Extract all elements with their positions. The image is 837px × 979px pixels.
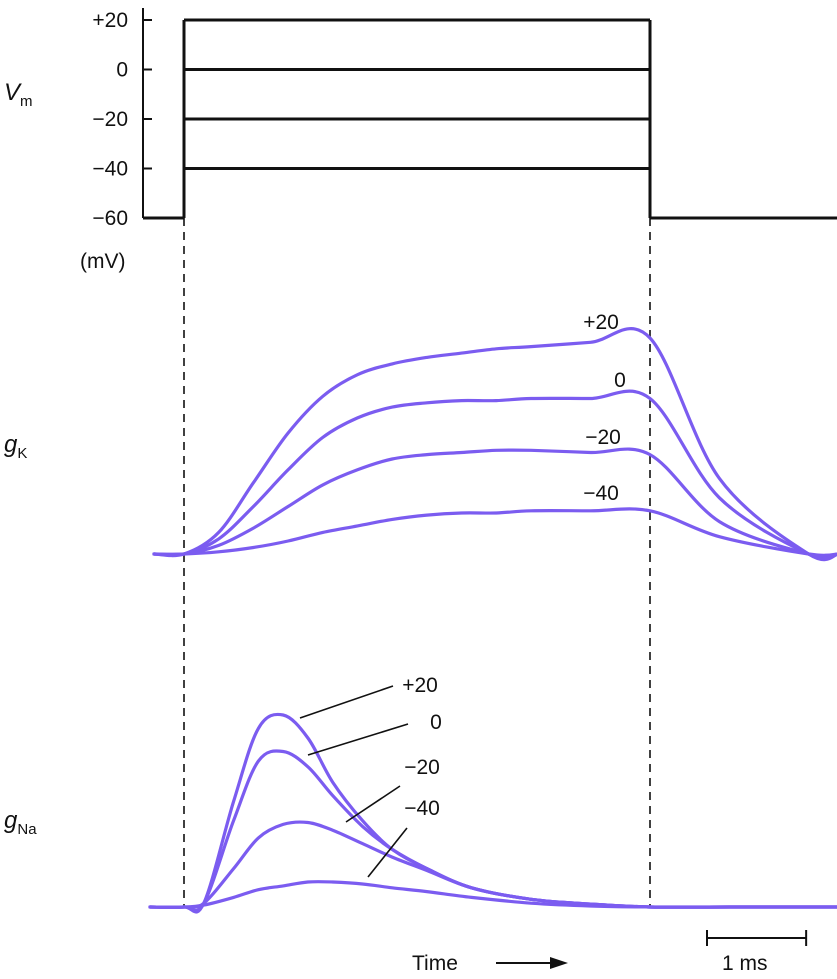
gna-axis-label: gNa bbox=[4, 807, 37, 838]
gna-label-leader bbox=[299, 685, 394, 719]
gna-axis-label-main: g bbox=[4, 807, 18, 834]
gna-label-leader bbox=[307, 723, 409, 756]
scale-bar: 1 ms bbox=[706, 930, 808, 975]
gk-trace-label: −40 bbox=[583, 482, 619, 505]
vm-tick-label: +20 bbox=[92, 9, 128, 32]
gna-trace bbox=[148, 880, 837, 909]
gk-trace bbox=[152, 327, 837, 562]
gk-trace bbox=[152, 447, 837, 558]
vm-axis-label-main: V bbox=[4, 79, 22, 106]
gna-label-leader bbox=[367, 827, 408, 878]
vm-unit-label: (mV) bbox=[80, 250, 126, 273]
gna-trace-label: −20 bbox=[404, 756, 440, 779]
vm-tick-label: 0 bbox=[116, 59, 128, 82]
vm-tick-label: −20 bbox=[92, 108, 128, 131]
gna-trace-label: −40 bbox=[404, 797, 440, 820]
gk-trace bbox=[152, 507, 837, 557]
gna-panel: gNa +20 0 −20 −40 bbox=[4, 674, 837, 914]
gna-trace-label: 0 bbox=[430, 711, 442, 734]
gk-trace-group: +20 0 −20 −40 bbox=[152, 311, 837, 562]
vm-tick-label: −40 bbox=[92, 158, 128, 181]
gna-axis-label-sub: Na bbox=[17, 821, 37, 838]
gna-trace-group: +20 0 −20 −40 bbox=[148, 674, 837, 914]
gk-trace bbox=[152, 389, 837, 560]
gk-axis-label-sub: K bbox=[17, 445, 27, 462]
gna-trace bbox=[148, 749, 837, 913]
vm-panel: Vm +20 0 −20 −40 −60 (mV) bbox=[4, 8, 837, 273]
gna-trace-label: +20 bbox=[402, 674, 438, 697]
time-label: Time bbox=[412, 952, 458, 975]
gk-trace-label: +20 bbox=[583, 311, 619, 334]
vm-step-traces bbox=[143, 18, 837, 220]
gna-trace bbox=[148, 820, 837, 909]
gk-trace-label: 0 bbox=[614, 369, 626, 392]
vm-axis-label-sub: m bbox=[20, 93, 33, 110]
time-axis: Time bbox=[412, 952, 568, 975]
gk-panel: gK +20 0 −20 −40 bbox=[4, 311, 837, 562]
gk-trace-label: −20 bbox=[585, 426, 621, 449]
gk-axis-label: gK bbox=[4, 431, 27, 462]
gna-label-leader bbox=[345, 785, 401, 823]
gk-axis-label-main: g bbox=[4, 431, 18, 458]
vm-axis-label: Vm bbox=[4, 79, 33, 110]
gna-trace bbox=[148, 712, 837, 914]
vm-tick-label: −60 bbox=[92, 207, 128, 230]
scale-bar-label: 1 ms bbox=[722, 952, 768, 975]
time-arrow-head bbox=[550, 957, 568, 969]
